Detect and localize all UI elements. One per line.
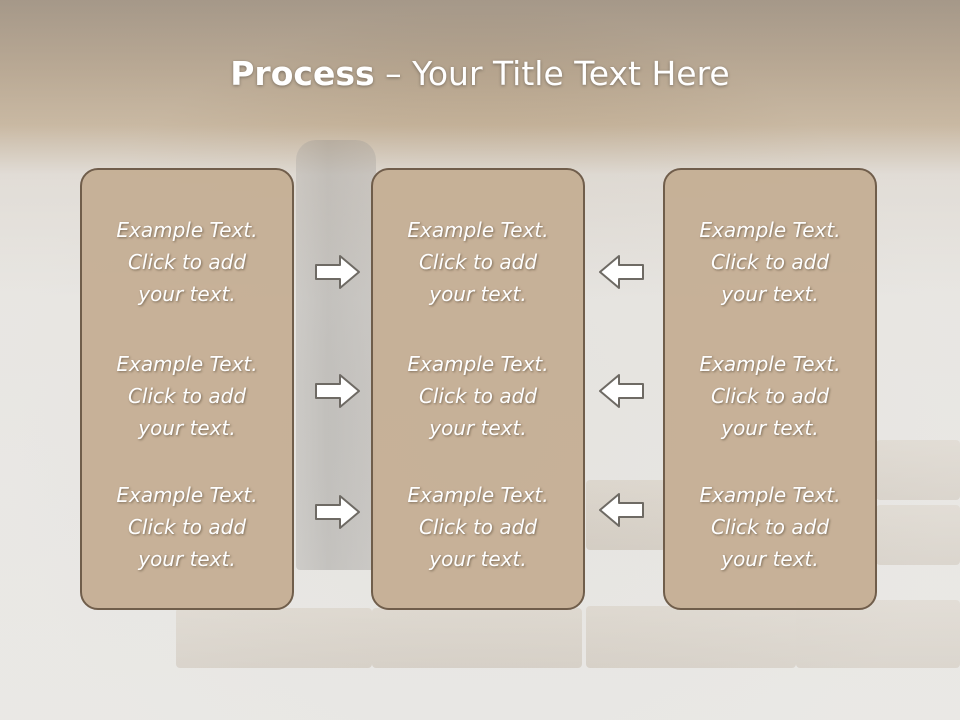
text-line: Click to add xyxy=(127,250,247,274)
text-line: your text. xyxy=(721,547,819,571)
arrow-left-icon xyxy=(599,374,644,408)
text-line: Example Text. xyxy=(407,483,549,507)
process-box-right[interactable]: Example Text. Click to add your text. Ex… xyxy=(663,168,877,610)
text-line: Click to add xyxy=(127,515,247,539)
text-block[interactable]: Example Text. Click to add your text. xyxy=(373,348,583,444)
text-line: your text. xyxy=(721,282,819,306)
text-line: your text. xyxy=(138,282,236,306)
text-block[interactable]: Example Text. Click to add your text. xyxy=(82,214,292,310)
background-book xyxy=(586,606,796,668)
text-line: Example Text. xyxy=(699,483,841,507)
text-line: Example Text. xyxy=(407,218,549,242)
text-block[interactable]: Example Text. Click to add your text. xyxy=(665,348,875,444)
text-block[interactable]: Example Text. Click to add your text. xyxy=(82,348,292,444)
arrow-right-icon xyxy=(315,495,360,529)
process-box-center[interactable]: Example Text. Click to add your text. Ex… xyxy=(371,168,585,610)
slide-title[interactable]: Process – Your Title Text Here xyxy=(0,52,960,96)
background-book xyxy=(876,440,960,500)
text-line: your text. xyxy=(138,416,236,440)
text-line: Example Text. xyxy=(116,483,258,507)
text-line: Example Text. xyxy=(699,218,841,242)
text-line: your text. xyxy=(429,547,527,571)
arrow-right-icon xyxy=(315,255,360,289)
text-line: Click to add xyxy=(127,384,247,408)
title-rest: – Your Title Text Here xyxy=(374,54,730,93)
text-line: Click to add xyxy=(710,515,830,539)
background-figure xyxy=(296,140,376,570)
background-book xyxy=(372,608,582,668)
text-line: Click to add xyxy=(710,384,830,408)
text-line: Example Text. xyxy=(699,352,841,376)
text-line: Click to add xyxy=(418,384,538,408)
arrow-left-icon xyxy=(599,255,644,289)
text-block[interactable]: Example Text. Click to add your text. xyxy=(665,214,875,310)
text-line: Example Text. xyxy=(407,352,549,376)
title-bold: Process xyxy=(230,54,375,93)
process-box-left[interactable]: Example Text. Click to add your text. Ex… xyxy=(80,168,294,610)
text-line: your text. xyxy=(429,282,527,306)
text-line: Click to add xyxy=(418,250,538,274)
text-line: your text. xyxy=(429,416,527,440)
arrow-right-icon xyxy=(315,374,360,408)
text-line: Click to add xyxy=(710,250,830,274)
arrow-left-icon xyxy=(599,493,644,527)
text-line: your text. xyxy=(138,547,236,571)
text-line: Click to add xyxy=(418,515,538,539)
background-book xyxy=(796,600,960,668)
text-line: Example Text. xyxy=(116,218,258,242)
background-book xyxy=(176,608,372,668)
text-block[interactable]: Example Text. Click to add your text. xyxy=(82,479,292,575)
background-book xyxy=(876,505,960,565)
text-block[interactable]: Example Text. Click to add your text. xyxy=(373,479,583,575)
text-block[interactable]: Example Text. Click to add your text. xyxy=(373,214,583,310)
text-line: your text. xyxy=(721,416,819,440)
text-line: Example Text. xyxy=(116,352,258,376)
text-block[interactable]: Example Text. Click to add your text. xyxy=(665,479,875,575)
